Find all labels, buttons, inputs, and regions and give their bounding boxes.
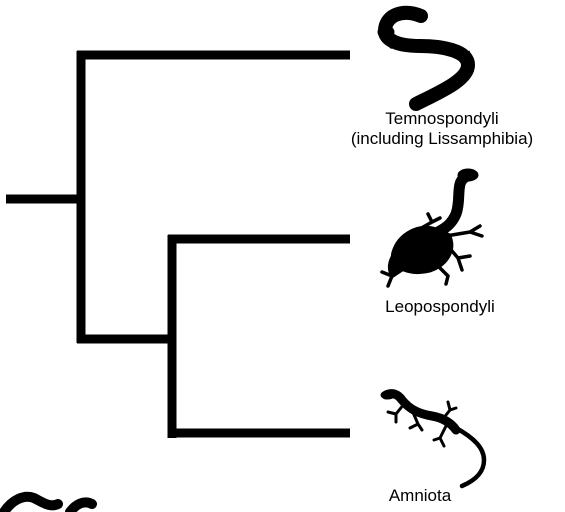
taxon-note: (including Lissamphibia)	[316, 129, 565, 149]
taxon-name: Leopospondyli	[340, 297, 540, 317]
cladogram-tree	[6, 51, 350, 438]
lizard-silhouette	[381, 391, 484, 486]
taxon-label-temnospondyli: Temnospondyli (including Lissamphibia)	[316, 109, 565, 149]
salamander-silhouette	[378, 13, 470, 104]
taxon-name: Temnospondyli	[316, 109, 565, 129]
taxon-label-amniota: Amniota	[360, 486, 480, 506]
taxon-name: Amniota	[360, 486, 480, 506]
partial-silhouette	[4, 497, 92, 512]
lepospondyl-silhouette	[382, 169, 482, 286]
taxon-label-leopospondyli: Leopospondyli	[340, 297, 540, 317]
